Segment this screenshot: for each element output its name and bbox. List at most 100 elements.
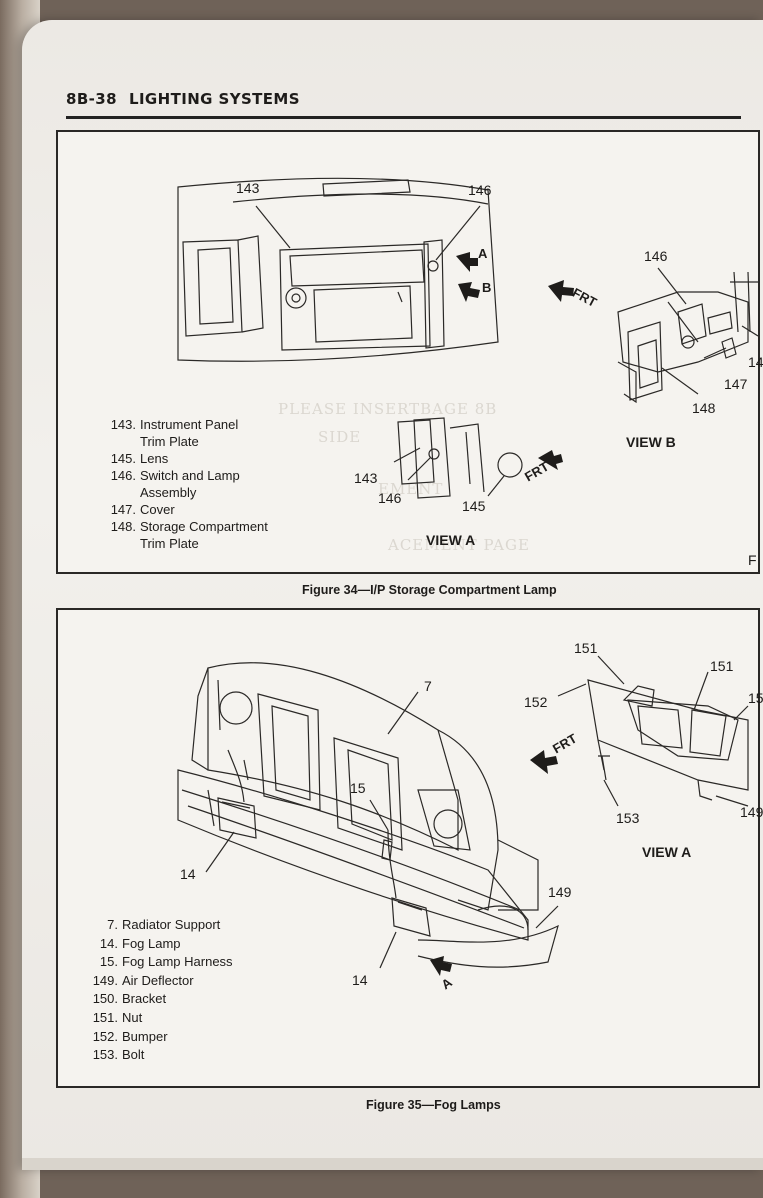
leader-14-bottom bbox=[379, 931, 397, 969]
callout-147: 147 bbox=[724, 376, 748, 392]
callout-151-a: 151 bbox=[574, 640, 598, 656]
legend-description: Air Deflector bbox=[122, 972, 194, 988]
view-b-drawing bbox=[617, 267, 758, 404]
legend-description: Switch and Lamp Assembly bbox=[140, 468, 240, 500]
legend-description: Fog Lamp Harness bbox=[122, 954, 233, 970]
legend-description: Lens bbox=[140, 451, 169, 466]
legend-number: 153. bbox=[92, 1047, 118, 1063]
header-rule bbox=[66, 116, 741, 119]
legend-item: 15.Fog Lamp Harness bbox=[84, 953, 233, 972]
callout-15-cut: 15 bbox=[748, 690, 763, 706]
legend-item: 143. Instrument Panel Trim Plate bbox=[102, 416, 268, 450]
figure-35-caption: Figure 35—Fog Lamps bbox=[366, 1098, 501, 1112]
callout-146: 146 bbox=[468, 182, 492, 198]
legend-number: 151. bbox=[92, 1009, 118, 1025]
callout-143-view-a: 143 bbox=[354, 470, 378, 486]
dash-outline bbox=[177, 177, 499, 362]
leader-14-left bbox=[205, 831, 235, 873]
leader-150-cut bbox=[733, 705, 749, 721]
leader-143 bbox=[255, 205, 291, 249]
dash-vent bbox=[322, 179, 411, 197]
legend-number: 15. bbox=[99, 954, 118, 970]
bleed-through-text: PLEASE INSERTBAGE 8B bbox=[278, 400, 498, 418]
fog-lamp-right bbox=[391, 897, 431, 937]
leader-15 bbox=[369, 799, 389, 831]
callout-153: 153 bbox=[616, 810, 640, 826]
legend-item: 152.Bumper bbox=[84, 1028, 233, 1047]
callout-149: 149 bbox=[548, 884, 572, 900]
figure-35-drawing bbox=[177, 655, 749, 976]
legend-number: 152. bbox=[92, 1028, 118, 1044]
legend-number: 149. bbox=[92, 972, 118, 988]
view-b-label: VIEW B bbox=[626, 434, 676, 450]
leader-146-a bbox=[407, 457, 431, 481]
legend-description: Bumper bbox=[122, 1028, 168, 1044]
callout-14-left: 14 bbox=[180, 866, 196, 882]
leader-146 bbox=[435, 205, 481, 261]
view-a-label: VIEW A bbox=[426, 532, 476, 548]
dash-top-line bbox=[232, 193, 489, 205]
legend-description: Instrument Panel Trim Plate bbox=[140, 417, 239, 449]
figure-34-box: PLEASE INSERTBAGE 8B SIDE EMENT ACEMENT … bbox=[56, 130, 763, 574]
bumper bbox=[177, 769, 529, 941]
bleed-through-text: EMENT bbox=[378, 480, 444, 498]
arrow-a-35 bbox=[430, 956, 452, 976]
air-deflector bbox=[417, 924, 559, 968]
legend-description: Cover bbox=[140, 502, 175, 517]
knob bbox=[285, 287, 307, 309]
leader-147 bbox=[703, 347, 727, 359]
leader-7 bbox=[387, 691, 419, 735]
legend-item: 146. Switch and Lamp Assembly bbox=[102, 467, 268, 501]
legend-number: 148. bbox=[110, 519, 136, 534]
callout-14-cut: 14 bbox=[748, 354, 763, 370]
arrow-frt-a bbox=[538, 450, 563, 470]
switch-housing bbox=[423, 239, 445, 349]
figure-34-drawing bbox=[177, 177, 758, 499]
arrow-a bbox=[456, 252, 478, 272]
leader-145 bbox=[487, 475, 505, 497]
section-number: 8B-38 bbox=[66, 90, 117, 108]
legend-description: Radiator Support bbox=[122, 917, 221, 932]
callout-149-cut: 149 bbox=[740, 804, 763, 820]
legend-description: Bracket bbox=[122, 991, 167, 1007]
switch-lamp bbox=[427, 260, 439, 272]
leader-146-b bbox=[657, 267, 687, 305]
left-bracket bbox=[237, 235, 264, 333]
legend-number: 150. bbox=[92, 991, 118, 1007]
left-panel-inner bbox=[197, 247, 234, 325]
leader-151-a bbox=[597, 655, 625, 685]
legend-item: 150.Bracket bbox=[84, 990, 233, 1009]
legend-number: 7. bbox=[107, 917, 118, 932]
compartment-opening bbox=[289, 249, 425, 287]
legend-item: 14.Fog Lamp bbox=[84, 935, 233, 954]
leader-151-b bbox=[693, 671, 709, 711]
arrow-frt-b bbox=[548, 280, 574, 302]
legend-item: 7. Radiator Support bbox=[84, 916, 233, 935]
legend-item: 151.Nut bbox=[84, 1009, 233, 1028]
legend-description: Storage Compartment Trim Plate bbox=[140, 519, 268, 551]
callout-152: 152 bbox=[524, 694, 548, 710]
leader-149 bbox=[535, 905, 559, 929]
direction-arrows bbox=[456, 252, 574, 470]
callout-146-view-b: 146 bbox=[644, 248, 668, 264]
legend-number: 143. bbox=[110, 417, 136, 432]
bolt bbox=[598, 755, 610, 781]
legend-number: 145. bbox=[110, 451, 136, 466]
callout-15: 15 bbox=[350, 780, 366, 796]
view-a-label-35: VIEW A bbox=[642, 844, 692, 860]
legend-item: 147.Cover bbox=[102, 501, 268, 518]
truck-front-drawing bbox=[177, 662, 559, 969]
legend-item: 145. Lens bbox=[102, 450, 268, 467]
leader-152 bbox=[557, 683, 587, 697]
view-a-drawing bbox=[393, 417, 523, 499]
legend-description: Fog Lamp bbox=[122, 935, 181, 951]
legend-item: 153.Bolt bbox=[84, 1046, 233, 1065]
callout-14-bottom: 14 bbox=[352, 972, 368, 988]
callout-143: 143 bbox=[236, 180, 260, 196]
callout-148: 148 bbox=[692, 400, 716, 416]
legend-number: 146. bbox=[110, 468, 136, 483]
bleed-through-text: ACEMENT PAGE bbox=[388, 536, 530, 554]
